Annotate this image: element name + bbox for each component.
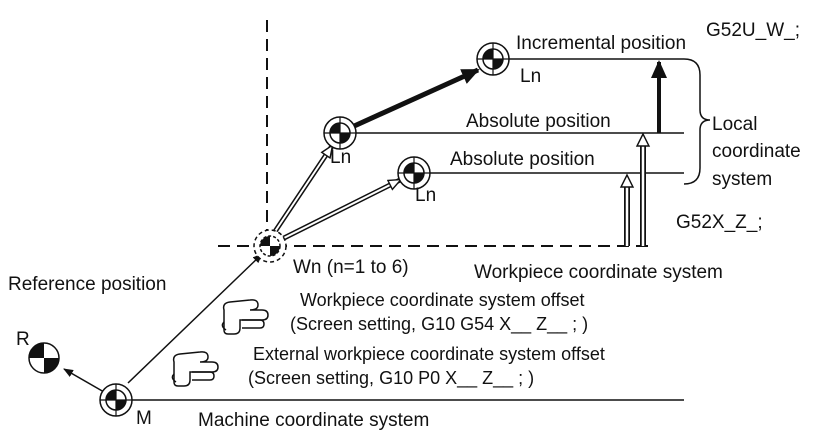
workpiece-offset-label-line2: (Screen setting, G10 G54 X__ Z__ ; ) xyxy=(290,314,588,335)
reference-position-label: Reference position xyxy=(8,274,166,295)
position-marker-icon-incremental xyxy=(476,42,510,76)
position-marker-icon-absolute-lower xyxy=(397,156,431,190)
external-offset-label-line1: External workpiece coordinate system off… xyxy=(253,344,605,364)
local-label-line1: Local xyxy=(712,114,757,135)
local-label-line2: coordinate xyxy=(712,141,801,162)
workpiece-offset-label-line1: Workpiece coordinate system offset xyxy=(300,290,584,310)
hollow-arrow-to-lower-absolute-inner xyxy=(279,180,400,241)
pointing-hand-icon-external-offset xyxy=(171,351,219,387)
bold-arrow-incremental xyxy=(350,67,480,130)
ln-incremental-label: Ln xyxy=(520,66,541,87)
local-offset-lower-hollow-arrow xyxy=(619,173,635,246)
reference-point-icon xyxy=(28,342,60,374)
incremental-position-label: Incremental position xyxy=(516,33,686,54)
hollow-arrow-to-upper-absolute-inner xyxy=(271,146,332,237)
arrow-machine-to-reference xyxy=(63,368,105,393)
m-label: M xyxy=(136,408,152,429)
arrow-machine-to-workpiece xyxy=(127,253,263,384)
position-marker-icon-machine xyxy=(99,383,133,417)
wn-label: Wn (n=1 to 6) xyxy=(293,257,409,278)
position-marker-icon-workpiece-zero xyxy=(253,229,287,263)
pointing-hand-icon-workpiece-offset xyxy=(221,299,269,335)
machine-coordinate-system-label: Machine coordinate system xyxy=(198,410,429,431)
g52uw-label: G52U_W_; xyxy=(706,20,800,41)
external-offset-label-line2: (Screen setting, G10 P0 X__ Z__ ; ) xyxy=(248,368,534,389)
curly-brace-icon xyxy=(683,58,711,185)
local-offset-upper-hollow-arrow xyxy=(635,132,651,246)
ln-upper-label: Ln xyxy=(330,147,351,168)
r-label: R xyxy=(16,329,30,350)
position-marker-icon-absolute-upper xyxy=(323,116,357,150)
absolute-position-upper-label: Absolute position xyxy=(466,111,611,132)
g52xz-label: G52X_Z_; xyxy=(676,212,763,233)
ln-lower-label: Ln xyxy=(415,185,436,206)
absolute-position-lower-label: Absolute position xyxy=(450,149,595,170)
local-label-line3: system xyxy=(712,169,772,190)
workpiece-coordinate-system-label: Workpiece coordinate system xyxy=(474,262,723,283)
